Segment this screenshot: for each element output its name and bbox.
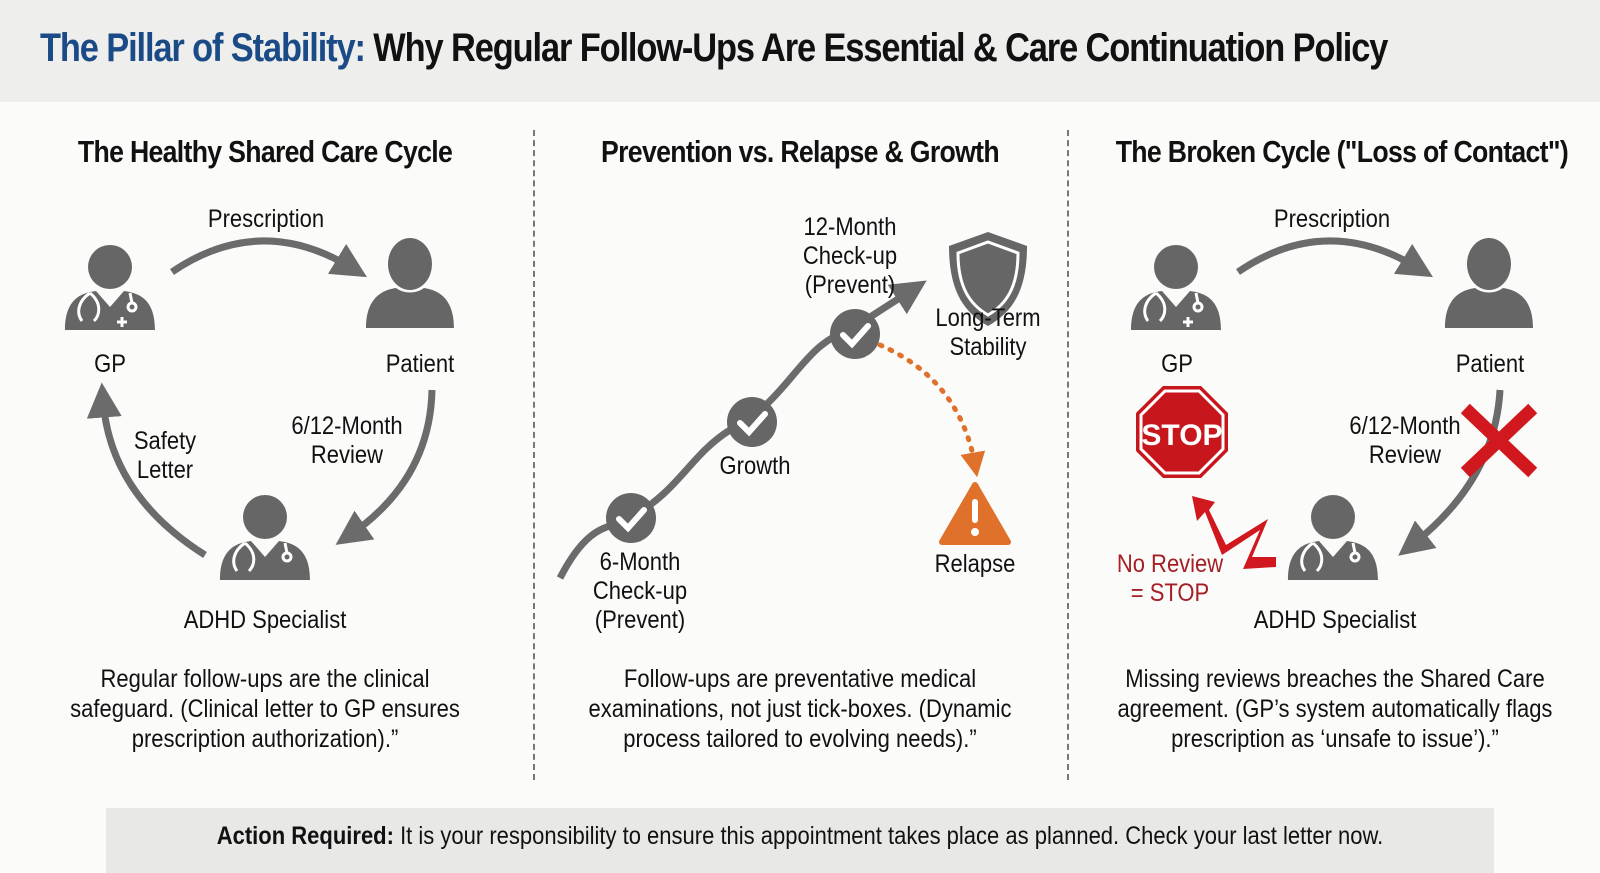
specialist-label: ADHD Specialist xyxy=(1253,606,1417,634)
page-title: The Pillar of Stability: Why Regular Fol… xyxy=(40,26,1388,71)
title-rest: Why Regular Follow-Ups Are Essential & C… xyxy=(364,26,1388,70)
specialist-doctor-icon xyxy=(218,493,312,582)
healthy-cycle-graphic xyxy=(63,237,454,582)
prescription-arrow xyxy=(1236,237,1433,278)
growth-path-arrow xyxy=(556,280,927,580)
review-arrow xyxy=(335,389,436,545)
patient-label: Patient xyxy=(385,350,455,378)
checkmark-icon xyxy=(830,309,880,359)
column-divider xyxy=(533,130,535,780)
prescription-label: Prescription xyxy=(207,205,325,233)
relapse-label: Relapse xyxy=(934,550,1016,578)
action-required-message: It is your responsibility to ensure this… xyxy=(393,822,1384,850)
specialist-doctor-icon xyxy=(1286,493,1380,582)
no-review-stop-label: No Review= STOP xyxy=(1116,550,1224,607)
checkmark-icon xyxy=(606,493,656,543)
growth-label: Growth xyxy=(719,452,791,480)
patient-label: Patient xyxy=(1455,350,1525,378)
column-title-broken: The Broken Cycle ("Loss of Contact") xyxy=(1115,134,1569,169)
column-divider xyxy=(1067,130,1069,780)
gp-doctor-icon xyxy=(1129,243,1223,332)
broken-cycle-graphic: STOP xyxy=(1129,237,1538,582)
prescription-arrow xyxy=(170,237,367,278)
specialist-label: ADHD Specialist xyxy=(183,606,347,634)
gp-label: GP xyxy=(94,350,126,378)
red-x-icon xyxy=(1460,403,1538,478)
review-arrow xyxy=(1398,389,1504,556)
prevention-graphic xyxy=(556,232,1027,580)
header-banner: The Pillar of Stability: Why Regular Fol… xyxy=(0,0,1600,102)
relapse-dotted-arrow xyxy=(877,342,986,478)
action-required-text: Action Required: It is your responsibili… xyxy=(189,822,1410,851)
gp-doctor-icon xyxy=(63,243,157,332)
stop-sign-icon: STOP xyxy=(1136,386,1228,478)
lightning-alert-icon xyxy=(1192,496,1276,569)
shield-icon xyxy=(949,232,1027,326)
safety-letter-arrow xyxy=(86,382,207,558)
action-required-banner: Action Required: It is your responsibili… xyxy=(106,808,1494,873)
patient-icon xyxy=(1445,238,1533,328)
checkmark-icon xyxy=(727,397,777,447)
column-title-prevention: Prevention vs. Relapse & Growth xyxy=(601,134,1000,169)
svg-text:STOP: STOP xyxy=(1141,419,1222,452)
action-required-label: Action Required: xyxy=(216,822,394,850)
column-title-healthy: The Healthy Shared Care Cycle xyxy=(77,134,453,169)
patient-icon xyxy=(366,238,454,328)
description-broken: Missing reviews breaches the Shared Care… xyxy=(1117,665,1553,753)
title-highlight: The Pillar of Stability: xyxy=(40,26,366,70)
gp-label: GP xyxy=(1161,350,1193,378)
prescription-label: Prescription xyxy=(1273,205,1391,233)
